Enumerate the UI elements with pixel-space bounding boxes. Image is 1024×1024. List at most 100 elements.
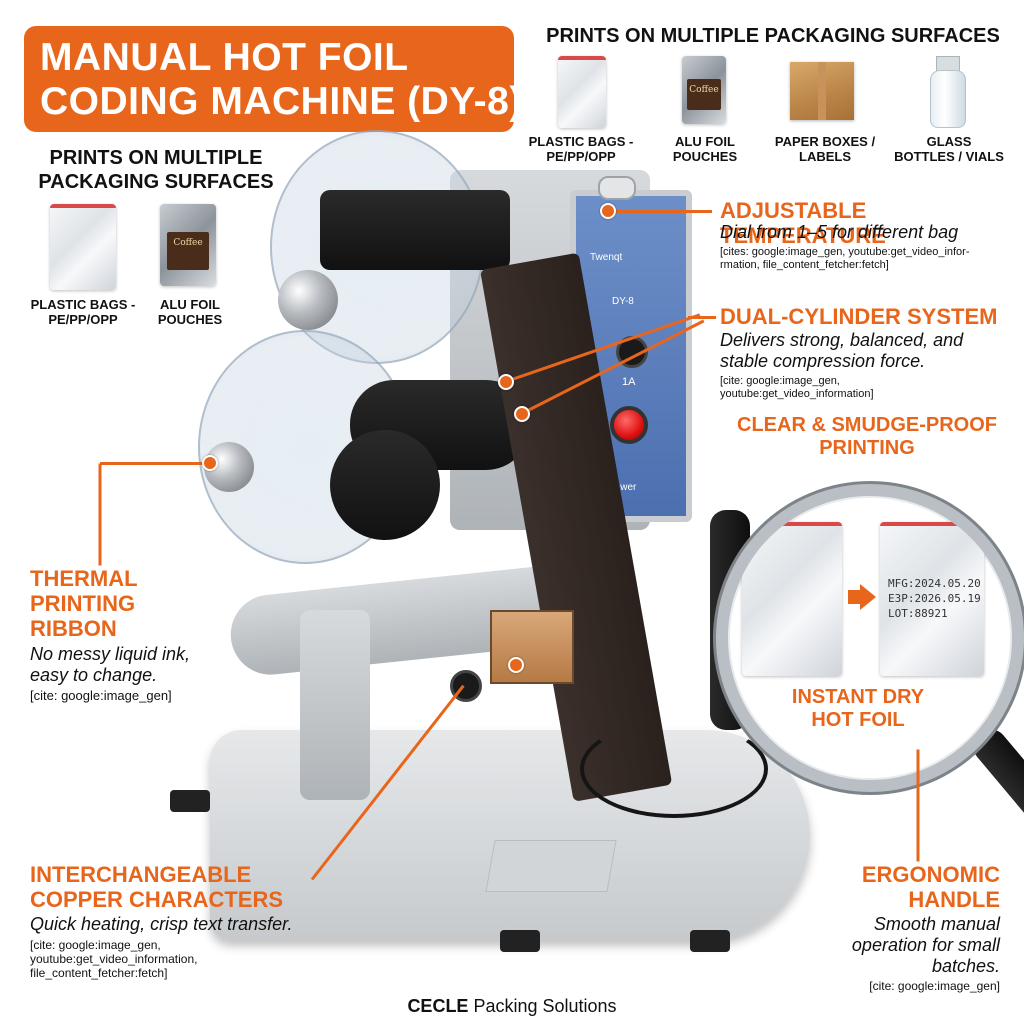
label-line-2: PE/PP/OPP bbox=[546, 149, 616, 164]
cardboard-box-icon bbox=[790, 62, 854, 120]
top-surface-glass-bottle: GLASS BOTTLES / VIALS bbox=[894, 56, 1004, 176]
top-surface-plastic-bag: PLASTIC BAGS - PE/PP/OPP bbox=[529, 56, 676, 176]
heading-line-2: PRINTING bbox=[819, 437, 915, 459]
cite-line-2: youtube:get_video_information] bbox=[720, 388, 874, 400]
coffee-pouch-icon: Coffee bbox=[682, 56, 726, 124]
footer-rest: Packing Solutions bbox=[468, 996, 617, 1016]
panel-model: DY-8 bbox=[612, 296, 634, 307]
ergonomic-handle-heading: ERGONOMIC HANDLE bbox=[800, 862, 1000, 912]
callout-dot bbox=[498, 374, 514, 390]
machine-foot bbox=[170, 790, 210, 812]
arrow-shaft bbox=[848, 590, 862, 604]
base-plate bbox=[485, 840, 617, 892]
label-line-1: PLASTIC BAGS - bbox=[528, 134, 634, 149]
desc-line-2: easy to change. bbox=[30, 665, 158, 685]
panel-fuse-rating: 1A bbox=[622, 376, 636, 388]
heading-line-2: PACKAGING SURFACES bbox=[38, 171, 274, 193]
heading-line-1: CLEAR & SMUDGE-PROOF bbox=[737, 414, 997, 436]
heading-line-1: INTERCHANGEABLE bbox=[30, 862, 252, 887]
dual-cylinder-heading: DUAL-CYLINDER SYSTEM bbox=[720, 304, 998, 329]
hot-foil-coding-machine: Twenqt DY-8 1A Power bbox=[150, 130, 810, 980]
left-coffee-pouch-icon: Coffee bbox=[160, 204, 216, 286]
thermal-ribbon-cite: [cite: google:image_gen] bbox=[30, 688, 172, 703]
print-line-2: E3P:2026.05.19 bbox=[888, 592, 981, 605]
pouch-label-text: Coffee bbox=[166, 231, 210, 270]
heading-line-2: HANDLE bbox=[908, 887, 1000, 912]
magnified-blank-bag bbox=[742, 522, 842, 676]
desc-line-1: Delivers strong, balanced, and bbox=[720, 330, 964, 350]
label-line-2: PE/PP/OPP bbox=[48, 312, 118, 327]
heading-line-3: RIBBON bbox=[30, 616, 117, 641]
label-line-2: LABELS bbox=[799, 149, 851, 164]
top-surface-alu-pouch: Coffee ALU FOIL POUCHES bbox=[673, 56, 740, 176]
copper-characters-cite: [cite: google:image_gen, youtube:get_vid… bbox=[30, 938, 290, 980]
leader-ergonomic-handle bbox=[916, 749, 920, 862]
title-banner: MANUAL HOT FOIL CODING MACHINE (DY-8) bbox=[24, 26, 523, 132]
power-cable bbox=[580, 720, 768, 818]
left-surfaces-heading: PRINTS ON MULTIPLE PACKAGING SURFACES bbox=[26, 146, 286, 194]
title-line-2: CODING MACHINE (DY-8) bbox=[40, 80, 523, 123]
leader-adjustable-temperature bbox=[608, 210, 712, 213]
power-switch-icon[interactable] bbox=[610, 406, 648, 444]
print-line-3: LOT:88921 bbox=[888, 607, 948, 620]
label-line-1: PAPER BOXES / bbox=[774, 134, 876, 149]
heading-line-2: PRINTING bbox=[30, 591, 136, 616]
magnifier-lens: MFG:2024.05.20 E3P:2026.05.19 LOT:88921 … bbox=[716, 484, 1024, 792]
instant-dry-label: INSTANT DRY HOT FOIL bbox=[758, 686, 958, 732]
desc-line-3: batches. bbox=[931, 956, 1000, 976]
panel-power-label: Power bbox=[608, 482, 637, 493]
ergonomic-handle-cite: [cite: google:image_gen] bbox=[869, 979, 1000, 993]
label-line-1: PLASTIC BAGS - bbox=[30, 297, 136, 312]
cite-line-3: file_content_fetcher:fetch] bbox=[30, 966, 168, 980]
plastic-bag-icon bbox=[558, 56, 606, 128]
temperature-dial-icon[interactable] bbox=[598, 176, 636, 200]
callout-dot bbox=[202, 455, 218, 471]
copper-characters-heading: INTERCHANGEABLE COPPER CHARACTERS bbox=[30, 862, 350, 912]
callout-dot bbox=[600, 203, 616, 219]
label-line-2: POUCHES bbox=[157, 312, 223, 327]
label-line-2: HOT FOIL bbox=[811, 709, 905, 731]
label-line-2: POUCHES bbox=[672, 149, 738, 164]
left-alu-pouch-label: ALU FOIL POUCHES bbox=[140, 297, 240, 327]
magnified-printed-bag: MFG:2024.05.20 E3P:2026.05.19 LOT:88921 bbox=[880, 522, 984, 676]
leader-thermal-ribbon bbox=[100, 462, 208, 465]
left-plastic-bag-label: PLASTIC BAGS - PE/PP/OPP bbox=[20, 297, 146, 327]
heading-line-1: ERGONOMIC bbox=[861, 862, 1000, 887]
leader-dual-cylinder bbox=[688, 316, 716, 319]
upper-roller bbox=[320, 190, 510, 270]
machine-column bbox=[300, 610, 370, 800]
label-line-1: INSTANT DRY bbox=[791, 686, 925, 708]
copper-characters-desc: Quick heating, crisp text transfer. bbox=[30, 914, 293, 934]
cite-line-1: [cites: google:image_gen, youtube:get_vi… bbox=[720, 246, 970, 258]
machine-foot bbox=[500, 930, 540, 952]
label-line-1: ALU FOIL bbox=[160, 297, 220, 312]
adjust-knob-icon[interactable] bbox=[450, 670, 482, 702]
footer-brand: CECLE bbox=[407, 996, 469, 1016]
title-line-1: MANUAL HOT FOIL bbox=[40, 36, 409, 79]
heading-line-1: THERMAL bbox=[30, 566, 138, 591]
left-plastic-bag-icon bbox=[50, 204, 116, 290]
dual-cylinder-cite: [cite: google:image_gen, youtube:get_vid… bbox=[720, 375, 1020, 401]
label-line-1: ALU FOIL bbox=[675, 134, 735, 149]
clear-printing-heading: CLEAR & SMUDGE-PROOF PRINTING bbox=[714, 414, 1020, 460]
thermal-ribbon-desc: No messy liquid ink, easy to change. bbox=[30, 644, 250, 686]
top-surfaces-heading: PRINTS ON MULTIPLE PACKAGING SURFACES bbox=[546, 25, 1000, 47]
dual-cylinder-desc: Delivers strong, balanced, and stable co… bbox=[720, 330, 1020, 372]
heading-line-1: PRINTS ON MULTIPLE bbox=[49, 147, 263, 169]
label-line-1: GLASS bbox=[926, 134, 972, 149]
glass-bottle-icon bbox=[930, 70, 966, 128]
heading-line-2: COPPER CHARACTERS bbox=[30, 887, 284, 912]
cite-line-1: [cite: google:image_gen, bbox=[30, 938, 161, 952]
thermal-ribbon-heading: THERMAL PRINTING RIBBON bbox=[30, 566, 230, 641]
top-surface-paper-box: PAPER BOXES / LABELS bbox=[775, 56, 880, 176]
desc-line-2: operation for small bbox=[851, 935, 1000, 955]
upper-reel-hub-icon[interactable] bbox=[278, 270, 338, 330]
cite-line-1: [cite: google:image_gen, bbox=[720, 375, 840, 387]
print-line-1: MFG:2024.05.20 bbox=[888, 577, 981, 590]
footer: CECLE Packing Solutions bbox=[312, 996, 712, 1017]
ink-roller bbox=[330, 430, 440, 540]
cite-line-2: youtube:get_video_information, bbox=[30, 952, 198, 966]
adjustable-temperature-cite: [cites: google:image_gen, youtube:get_vi… bbox=[720, 246, 1020, 272]
adjustable-temperature-heading: ADJUSTABLE TEMPERATURE bbox=[720, 198, 886, 248]
cite-line-2: rmation, file_content_fetcher:fetch] bbox=[720, 259, 889, 271]
